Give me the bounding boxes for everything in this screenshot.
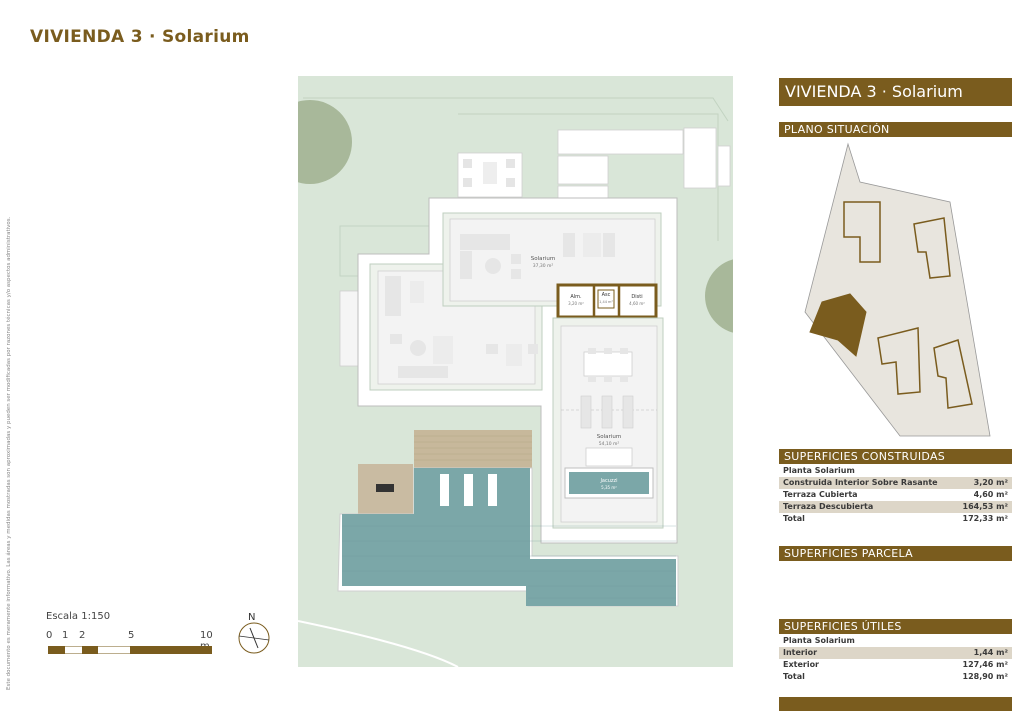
room-solarium-right-area: 54,10 m² <box>599 441 620 447</box>
room-disti-name: Disti <box>631 294 642 300</box>
built-subheader: Planta Solarium <box>783 466 855 475</box>
room-solarium-top-area: 37,30 m² <box>533 263 554 269</box>
scale-tick: 1 <box>62 630 69 641</box>
room-jacuzzi-area: 5,35 m² <box>601 485 617 490</box>
north-label: N <box>248 612 255 623</box>
room-alm-name: Alm. <box>570 294 582 300</box>
room-solarium-right-name: Solarium <box>597 434 621 440</box>
plot-header: SUPERFICIES PARCELA <box>779 546 1012 561</box>
room-asc-name: Asc <box>602 292 611 298</box>
built-header: SUPERFICIES CONSTRUIDAS <box>779 449 1012 464</box>
room-asc-area: 1,44 m² <box>599 300 613 304</box>
useful-subheader: Planta Solarium <box>783 636 855 645</box>
page-title: VIVIENDA 3 · Solarium <box>30 27 250 47</box>
room-jacuzzi-name: Jacuzzi <box>599 478 617 484</box>
scale-tick: 0 <box>46 630 53 641</box>
built-table: Planta Solarium Construida Interior Sobr… <box>779 465 1012 525</box>
scale-label: Escala 1:150 <box>46 611 111 622</box>
scale-bar <box>48 646 212 654</box>
situation-header: PLANO SITUACIÓN <box>779 122 1012 137</box>
disclaimer-note: Este documento es meramente informativo.… <box>6 210 16 690</box>
site-plan <box>804 142 991 437</box>
floor-plan: Solarium 37,30 m² Alm. 3,20 m² Asc 1,44 … <box>298 76 733 667</box>
useful-header: SUPERFICIES ÚTILES <box>779 619 1012 634</box>
north-arrow-icon: N <box>238 612 270 654</box>
footer-bar <box>779 697 1012 711</box>
disclaimer-text: Este documento es meramente informativo.… <box>6 216 12 690</box>
panel-title: VIVIENDA 3 · Solarium <box>779 78 1012 106</box>
room-alm-area: 3,20 m² <box>568 301 584 306</box>
scale-tick: 2 <box>79 630 86 641</box>
room-disti-area: 4,60 m² <box>629 301 645 306</box>
scale-tick: 5 <box>128 630 135 641</box>
room-solarium-top-name: Solarium <box>531 256 555 262</box>
